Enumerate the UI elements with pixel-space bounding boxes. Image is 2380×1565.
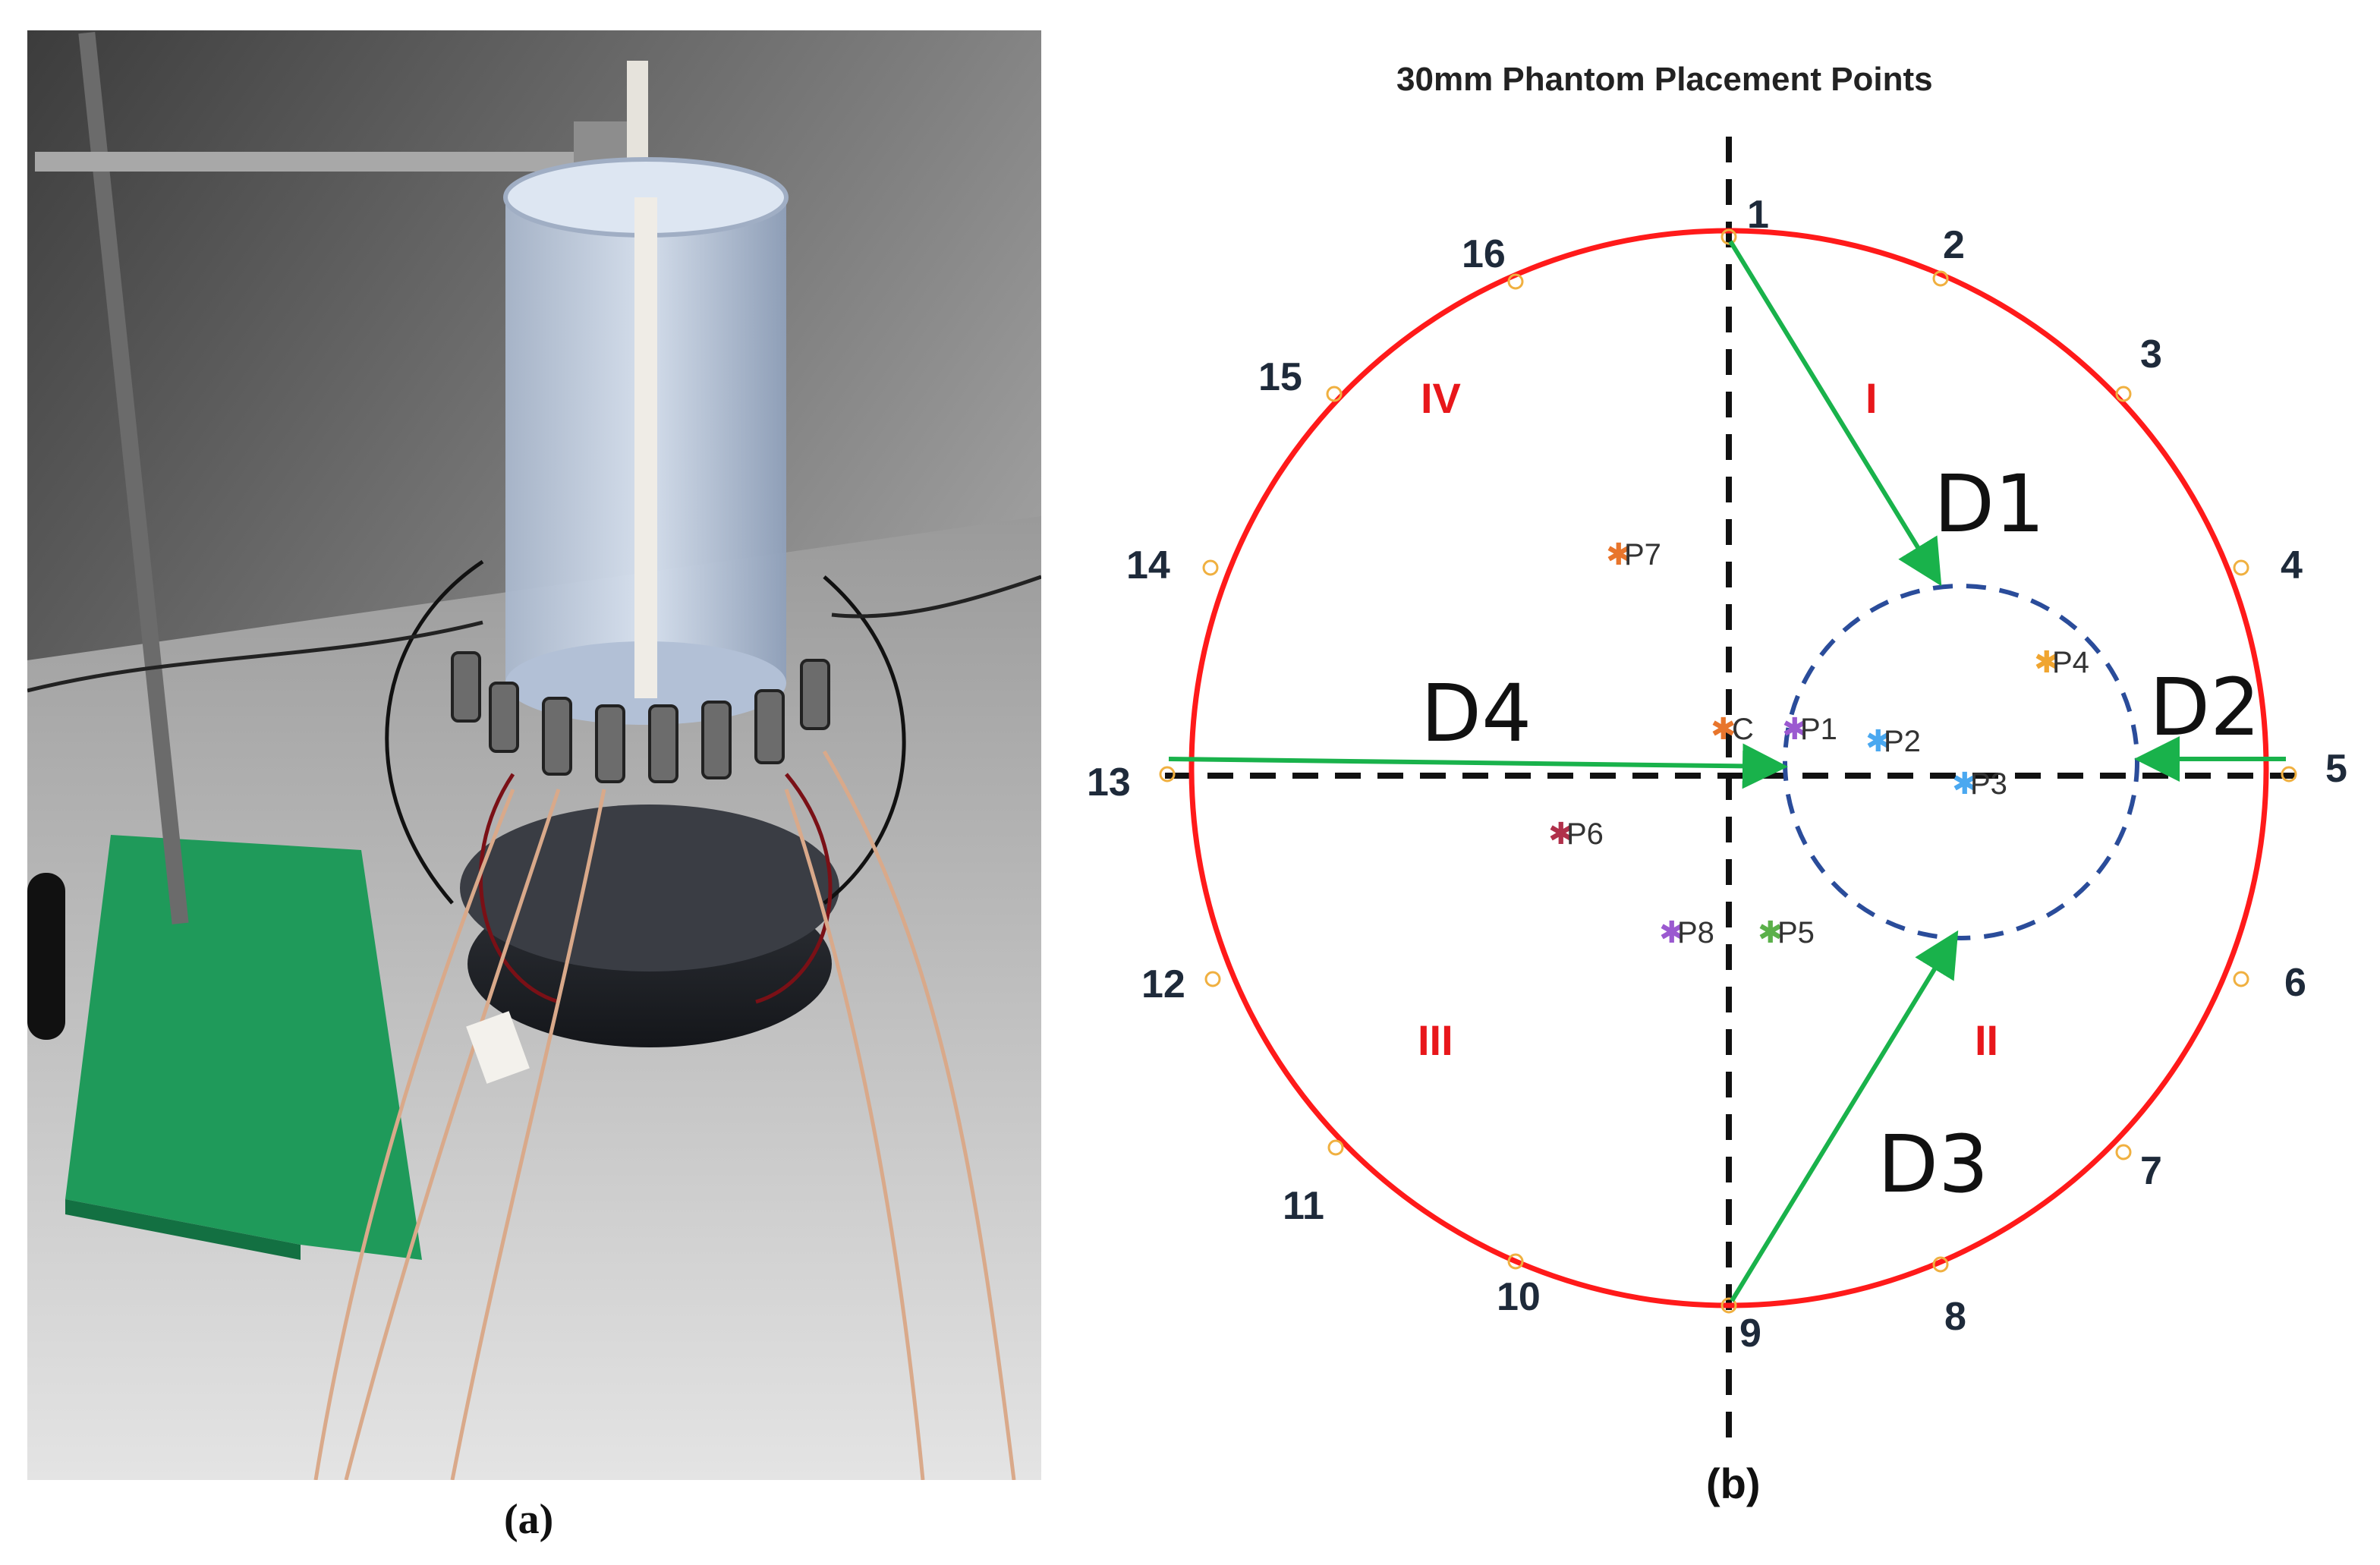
point-marker-p1: ✱: [1782, 713, 1808, 746]
electrode-connectors: [451, 651, 830, 783]
electrode-label-8: 8: [1944, 1295, 1966, 1339]
electrode-label-2: 2: [1943, 223, 1965, 267]
quadrant-label-2: II: [1975, 1016, 1998, 1064]
electrode-label-5: 5: [2325, 747, 2347, 791]
phantom-object-circle: [1783, 584, 2139, 940]
distance-label-d3: D3: [1878, 1118, 1988, 1211]
point-marker-p7: ✱: [1606, 538, 1632, 572]
electrode-label-13: 13: [1087, 760, 1131, 805]
electrode-label-1: 1: [1747, 193, 1769, 237]
point-label-c: C: [1732, 713, 1754, 746]
point-marker-p2: ✱: [1865, 725, 1891, 758]
electrode-label-14: 14: [1126, 543, 1170, 587]
arrow-d1: [1728, 240, 1942, 587]
point-label-p4: P4: [2052, 646, 2089, 679]
point-marker-p6: ✱: [1548, 817, 1574, 851]
point-marker-p4: ✱: [2034, 646, 2060, 679]
tank-boundary-ring: [1188, 228, 2269, 1308]
electrode-markers: [1159, 228, 2297, 1314]
point-marker-p3: ✱: [1952, 767, 1978, 801]
diagram-title: 30mm Phantom Placement Points: [1396, 61, 1933, 98]
electrode-label-11: 11: [1283, 1184, 1324, 1228]
point-label-p2: P2: [1884, 725, 1921, 758]
caption-b: (b): [1706, 1460, 1761, 1507]
arrow-d3: [1730, 930, 1959, 1302]
point-label-p7: P7: [1624, 538, 1661, 572]
caption-a: (a): [504, 1496, 554, 1543]
computer-mouse: [27, 873, 65, 1040]
electrode-label-9: 9: [1739, 1312, 1761, 1356]
quadrant-label-3: III: [1418, 1016, 1453, 1064]
point-marker-p5: ✱: [1758, 916, 1783, 949]
point-marker-c: ✱: [1711, 713, 1736, 746]
electrode-label-6: 6: [2284, 961, 2306, 1005]
green-base-plate: [65, 835, 422, 1260]
electrode-label-15: 15: [1258, 355, 1302, 399]
electrode-label-12: 12: [1141, 962, 1185, 1006]
distance-label-d4: D4: [1421, 667, 1532, 760]
point-label-p6: P6: [1566, 817, 1604, 851]
electrode-label-10: 10: [1497, 1275, 1541, 1319]
electrode-label-16: 16: [1462, 232, 1506, 276]
electrode-label-4: 4: [2281, 543, 2303, 587]
quadrant-label-4: IV: [1421, 374, 1461, 422]
point-label-p1: P1: [1800, 713, 1837, 746]
electrode-label-7: 7: [2140, 1149, 2162, 1193]
distance-label-d2: D2: [2149, 661, 2260, 754]
quadrant-label-1: I: [1865, 374, 1878, 422]
point-label-p3: P3: [1970, 767, 2007, 801]
point-label-p5: P5: [1777, 916, 1815, 949]
cables: [27, 559, 1041, 1480]
point-label-p8: P8: [1677, 916, 1714, 949]
setup-photograph: [27, 30, 1041, 1480]
electrode-label-3: 3: [2140, 332, 2162, 376]
point-marker-p8: ✱: [1659, 916, 1685, 949]
arrow-d4: [1168, 743, 1788, 789]
distance-label-d1: D1: [1934, 458, 2045, 550]
stand-rod: [78, 32, 189, 924]
clamp-arm: [35, 152, 612, 172]
